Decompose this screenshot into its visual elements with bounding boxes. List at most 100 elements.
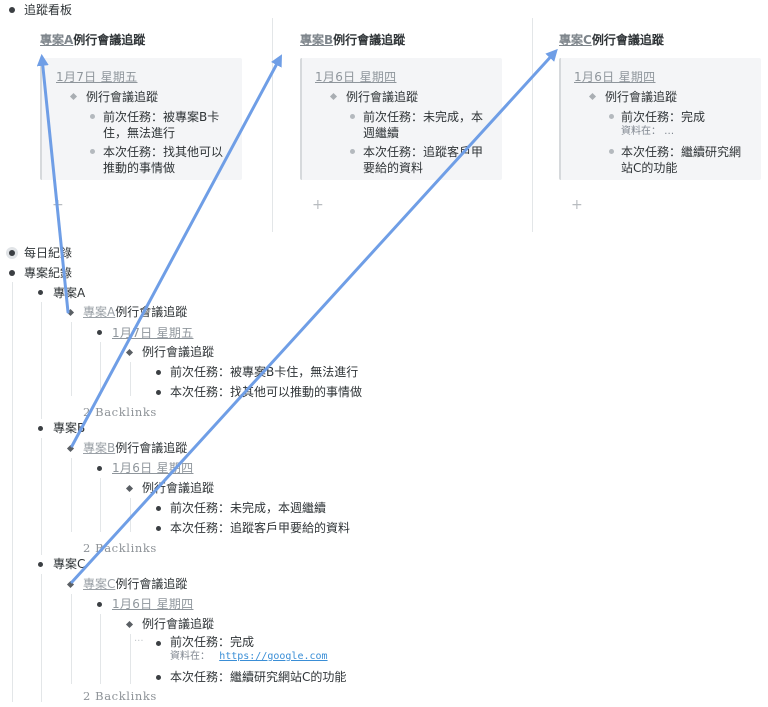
bullet[interactable] xyxy=(97,602,102,607)
indent-guide xyxy=(71,458,72,532)
task-line: 站C的功能 xyxy=(621,161,678,175)
url-link[interactable]: https://google.com xyxy=(219,651,328,662)
meeting-title[interactable]: 例行會議追蹤 xyxy=(86,90,159,104)
task-sub-line: 資料在： https://google.com xyxy=(170,649,328,665)
column-header-text: 例行會議追蹤 xyxy=(333,33,406,47)
bullet[interactable] xyxy=(38,290,43,295)
date-link[interactable]: 1月6日 星期四 xyxy=(574,70,656,84)
project-link[interactable]: 專案C xyxy=(83,577,116,591)
project-name[interactable]: 專案C xyxy=(53,557,86,571)
bullet[interactable] xyxy=(156,641,161,646)
meeting-title[interactable]: 例行會議追蹤 xyxy=(142,345,215,359)
indent-guide xyxy=(130,498,131,532)
task-line[interactable]: 本次任務：追蹤客戶甲 xyxy=(363,145,484,159)
task-line[interactable]: 前次任務：完成 xyxy=(170,635,255,649)
indent-guide xyxy=(12,282,13,702)
indent-guide xyxy=(41,302,42,419)
bullet[interactable] xyxy=(9,7,15,13)
date-link[interactable]: 1月6日 星期四 xyxy=(315,70,397,84)
task-sub-label: 資料在： xyxy=(170,651,210,662)
meeting-title[interactable]: 例行會議追蹤 xyxy=(142,617,215,631)
column-header[interactable]: 專案C例行會議追蹤 xyxy=(559,32,664,48)
task-line[interactable]: 本次任務：繼續研究網站C的功能 xyxy=(170,670,347,684)
project-name[interactable]: 專案B xyxy=(53,421,86,435)
task-line[interactable]: 本次任務：找其他可以 xyxy=(103,145,224,159)
task-line[interactable]: 本次任務：繼續研究網 xyxy=(621,145,742,159)
project-name[interactable]: 專案A xyxy=(53,286,86,300)
bullet[interactable] xyxy=(156,675,161,680)
indent-guide xyxy=(130,362,131,396)
column-header[interactable]: 專案A例行會議追蹤 xyxy=(40,32,145,48)
backlinks-count[interactable]: 2 Backlinks xyxy=(83,405,157,419)
indent-guide xyxy=(130,634,131,684)
bullet[interactable] xyxy=(90,149,95,154)
embedded-block-card[interactable] xyxy=(559,58,761,180)
project-link[interactable]: 專案A xyxy=(40,33,74,47)
project-link[interactable]: 專案A xyxy=(83,305,116,319)
project-link[interactable]: 專案B xyxy=(83,441,116,455)
bullet[interactable] xyxy=(97,466,102,471)
embedded-block-card[interactable] xyxy=(40,58,242,180)
annotation-arrow xyxy=(70,48,558,584)
meeting-title[interactable]: 例行會議追蹤 xyxy=(605,90,678,104)
meeting-title[interactable]: 例行會議追蹤 xyxy=(346,90,419,104)
add-card-button[interactable]: + xyxy=(312,197,324,213)
block-ref[interactable]: 專案A例行會議追蹤 xyxy=(83,304,187,320)
bullet[interactable] xyxy=(38,426,43,431)
column-divider xyxy=(272,18,273,232)
indent-guide xyxy=(71,322,72,396)
block-ref-text: 例行會議追蹤 xyxy=(115,441,188,455)
indent-guide xyxy=(41,438,42,555)
add-card-button[interactable]: + xyxy=(571,197,583,213)
bullet[interactable] xyxy=(90,114,95,119)
task-line[interactable]: 前次任務：完成 xyxy=(621,110,706,124)
date-link[interactable]: 1月6日 星期四 xyxy=(112,597,194,611)
task-line: 要給的資料 xyxy=(363,161,424,175)
indent-guide xyxy=(41,574,42,702)
bullet[interactable] xyxy=(97,330,102,335)
block-ref-text: 例行會議追蹤 xyxy=(115,305,188,319)
bullet-collapsed[interactable] xyxy=(6,247,18,259)
bullet[interactable] xyxy=(38,562,43,567)
board-title[interactable]: 追蹤看板 xyxy=(24,3,73,17)
column-header-text: 例行會議追蹤 xyxy=(591,33,664,47)
annotation-arrow xyxy=(36,53,70,314)
block-ref[interactable]: 專案B例行會議追蹤 xyxy=(83,440,187,456)
projects-title[interactable]: 專案紀錄 xyxy=(24,266,73,280)
task-line: 推動的事情做 xyxy=(103,161,176,175)
embedded-block-card[interactable] xyxy=(300,58,502,180)
bullet[interactable] xyxy=(609,149,614,154)
backlinks-count[interactable]: 2 Backlinks xyxy=(83,689,157,703)
bullet[interactable] xyxy=(350,149,355,154)
more-options-icon[interactable]: ··· xyxy=(134,636,144,647)
task-line: 週繼續 xyxy=(363,126,400,140)
indent-guide xyxy=(100,342,101,396)
annotation-arrow xyxy=(70,54,282,448)
indent-guide xyxy=(100,478,101,532)
indent-guide xyxy=(71,594,72,684)
task-line[interactable]: 本次任務：追蹤客戶甲要給的資料 xyxy=(170,521,351,535)
indent-guide xyxy=(100,614,101,684)
project-link[interactable]: 專案B xyxy=(300,33,334,47)
bullet[interactable] xyxy=(156,506,161,511)
block-ref-text: 例行會議追蹤 xyxy=(115,577,188,591)
task-line[interactable]: 前次任務：未完成，本 xyxy=(363,110,484,124)
bullet[interactable] xyxy=(350,114,355,119)
block-ref[interactable]: 專案C例行會議追蹤 xyxy=(83,576,187,592)
bullet[interactable] xyxy=(9,270,15,276)
column-header[interactable]: 專案B例行會議追蹤 xyxy=(300,32,405,48)
bullet[interactable] xyxy=(156,370,161,375)
daily-log-title[interactable]: 每日紀錄 xyxy=(24,246,73,260)
bullet[interactable] xyxy=(609,114,614,119)
task-line[interactable]: 前次任務：未完成，本週繼續 xyxy=(170,501,327,515)
bullet[interactable] xyxy=(156,390,161,395)
project-link[interactable]: 專案C xyxy=(559,33,592,47)
task-line: 住，無法進行 xyxy=(103,126,176,140)
bullet[interactable] xyxy=(156,526,161,531)
task-sub-line: 資料在： … xyxy=(621,126,675,137)
date-link[interactable]: 1月7日 星期五 xyxy=(56,70,138,84)
task-line[interactable]: 本次任務：找其他可以推動的事情做 xyxy=(170,385,363,399)
task-line[interactable]: 前次任務：被專案B卡 xyxy=(103,110,220,124)
column-header-text: 例行會議追蹤 xyxy=(73,33,146,47)
